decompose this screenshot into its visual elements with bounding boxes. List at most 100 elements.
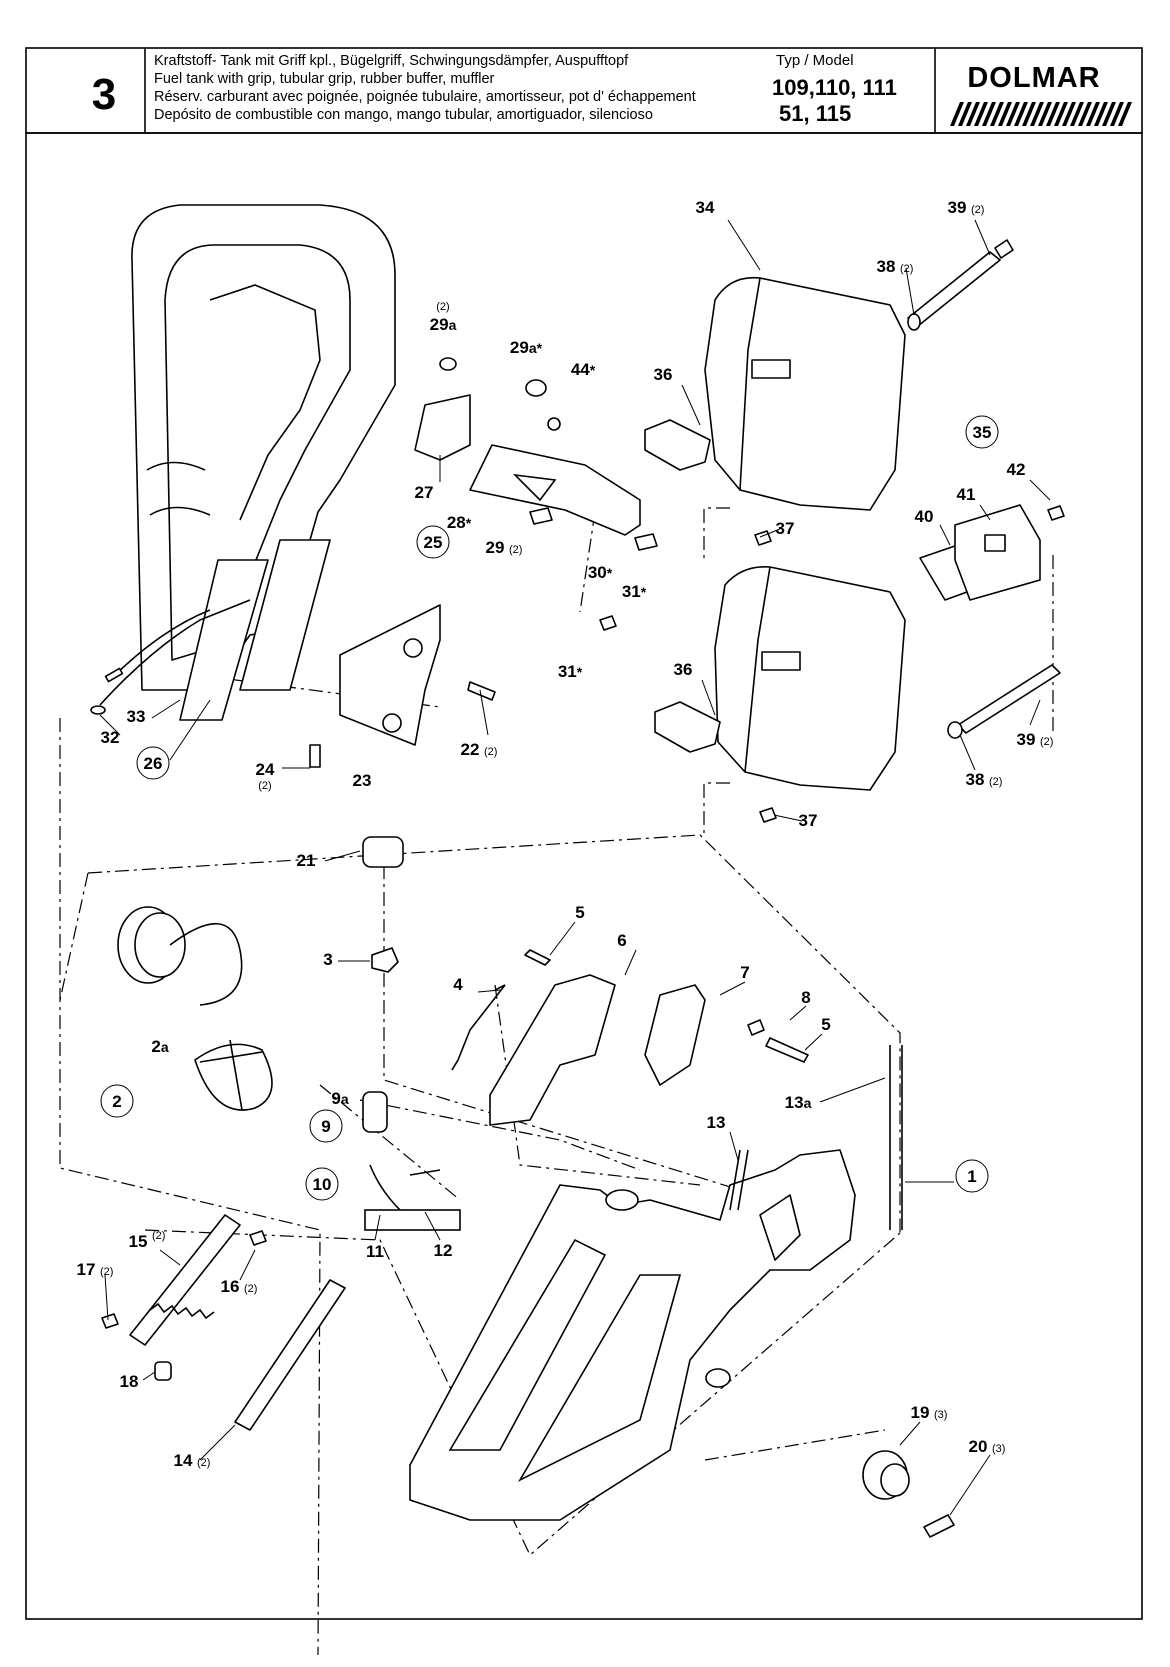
cable-leads <box>90 599 251 715</box>
part-number: 2 <box>112 1092 121 1111</box>
part-number: 41 <box>957 485 976 504</box>
anti-vibration-15-18 <box>101 1214 346 1431</box>
part-callout-p18: 18 <box>120 1371 156 1391</box>
part-callout-p39b: 39(2) <box>1017 699 1053 749</box>
leader-line <box>477 989 501 993</box>
part-callout-p27: 27 <box>415 455 441 502</box>
part-callout-p7: 7 <box>719 963 750 996</box>
part-number: 29 <box>486 538 505 557</box>
part-number: 29a* <box>510 338 543 357</box>
page-frame <box>25 132 1143 1620</box>
part-number: 10 <box>313 1175 332 1194</box>
buffer-21-and-3 <box>362 836 404 973</box>
part-callout-p26: 26 <box>136 699 211 780</box>
part-callout-p4: 4 <box>453 975 501 994</box>
part-callout-p37a: 37 <box>759 519 794 538</box>
section-number: 3 <box>92 70 116 119</box>
part-number: 36 <box>674 660 693 679</box>
part-callout-p31a: 31* <box>622 582 647 601</box>
part-number: 9a <box>331 1089 348 1108</box>
callout-circle <box>965 415 999 449</box>
part-number: 35 <box>973 423 992 442</box>
part-callout-p8: 8 <box>789 988 811 1021</box>
part-callout-p25: 25 <box>416 525 450 559</box>
part-number: 44* <box>571 360 596 379</box>
quantity-label: (2) <box>197 1457 210 1469</box>
part-number: 22 <box>461 740 480 759</box>
part-number: 26 <box>144 754 163 773</box>
part-callout-p39a: 39(2) <box>948 198 991 256</box>
part-callout-p33: 33 <box>127 699 181 726</box>
model-label: Typ / Model <box>776 52 854 69</box>
part-number: 42 <box>1007 460 1026 479</box>
leader-line <box>479 689 489 736</box>
part-callout-p21: 21 <box>297 850 361 870</box>
part-callout-p17: 17(2) <box>77 1260 113 1321</box>
part-callout-p34: 34 <box>696 198 761 271</box>
part-number: 39 <box>948 198 967 217</box>
trigger-parts <box>451 949 809 1126</box>
handlebar-tubular-grip <box>131 204 396 721</box>
leader-line <box>199 1424 236 1461</box>
rubber-buffer-19-20 <box>862 1450 955 1538</box>
leader-line <box>789 1005 807 1021</box>
leader-line <box>681 384 701 426</box>
part-callout-p36b: 36 <box>674 660 716 716</box>
description-es: Depósito de combustible con mango, mango… <box>154 107 653 123</box>
part-number: 30* <box>588 563 613 582</box>
quantity-label: (2) <box>436 301 449 313</box>
leader-line <box>979 504 991 521</box>
quantity-label: (3) <box>934 1409 947 1421</box>
leader-line <box>974 219 991 256</box>
callout-circle <box>136 746 170 780</box>
quantity-label: (2) <box>509 544 522 556</box>
quantity-label: (2) <box>100 1266 113 1278</box>
part-number: 11 <box>366 1242 384 1261</box>
part-number: 5 <box>575 903 584 922</box>
part-callout-p29a: 29a(2) <box>430 301 457 334</box>
part-callout-p3: 3 <box>323 950 370 969</box>
part-callout-p32: 32 <box>99 714 121 747</box>
part-callout-p14: 14(2) <box>174 1424 236 1470</box>
part-callout-p44: 44* <box>571 360 596 379</box>
quantity-label: (2) <box>258 780 271 792</box>
description-de: Kraftstoff- Tank mit Griff kpl., Bügelgr… <box>154 53 629 69</box>
leader-line <box>159 1249 181 1266</box>
callout-circle <box>100 1084 134 1118</box>
part-callout-p38a: 38(2) <box>877 257 915 316</box>
side-plate-23 <box>309 604 496 768</box>
part-number: 18 <box>120 1372 139 1391</box>
quantity-label: (2) <box>244 1283 257 1295</box>
part-number: 23 <box>353 771 372 790</box>
leader-line <box>899 1421 921 1446</box>
muffler-lower <box>654 566 1061 791</box>
part-callout-p37b: 37 <box>773 811 818 830</box>
brand-hatch-bar <box>950 102 1132 126</box>
leader-line <box>239 1249 256 1281</box>
description-en: Fuel tank with grip, tubular grip, rubbe… <box>154 71 495 87</box>
leader-line <box>424 1211 441 1241</box>
callout-circle <box>305 1167 339 1201</box>
quantity-label: (3) <box>992 1443 1005 1455</box>
leader-line <box>624 949 637 976</box>
leader-line <box>169 699 211 761</box>
leader-line <box>759 528 781 538</box>
leader-line <box>324 850 361 862</box>
callout-circle <box>309 1109 343 1143</box>
leader-line <box>99 714 121 736</box>
part-number: 38 <box>966 770 985 789</box>
part-number: 32 <box>101 728 120 747</box>
leader-line <box>804 1033 823 1051</box>
leader-line <box>719 981 746 996</box>
part-number: 37 <box>799 811 818 830</box>
part-callout-p2: 2 <box>100 1084 134 1118</box>
bracket-27 <box>414 357 471 461</box>
description-fr: Réserv. carburant avec poignée, poignée … <box>154 89 696 105</box>
part-callout-p9: 9 <box>309 1109 343 1143</box>
muffler-upper-34 <box>644 239 1014 511</box>
part-number: 28* <box>447 513 472 532</box>
part-callout-p11: 11 <box>366 1214 384 1261</box>
quantity-label: (2) <box>484 746 497 758</box>
part-callout-p42: 42 <box>1007 460 1051 501</box>
quantity-label: (2) <box>900 263 913 275</box>
